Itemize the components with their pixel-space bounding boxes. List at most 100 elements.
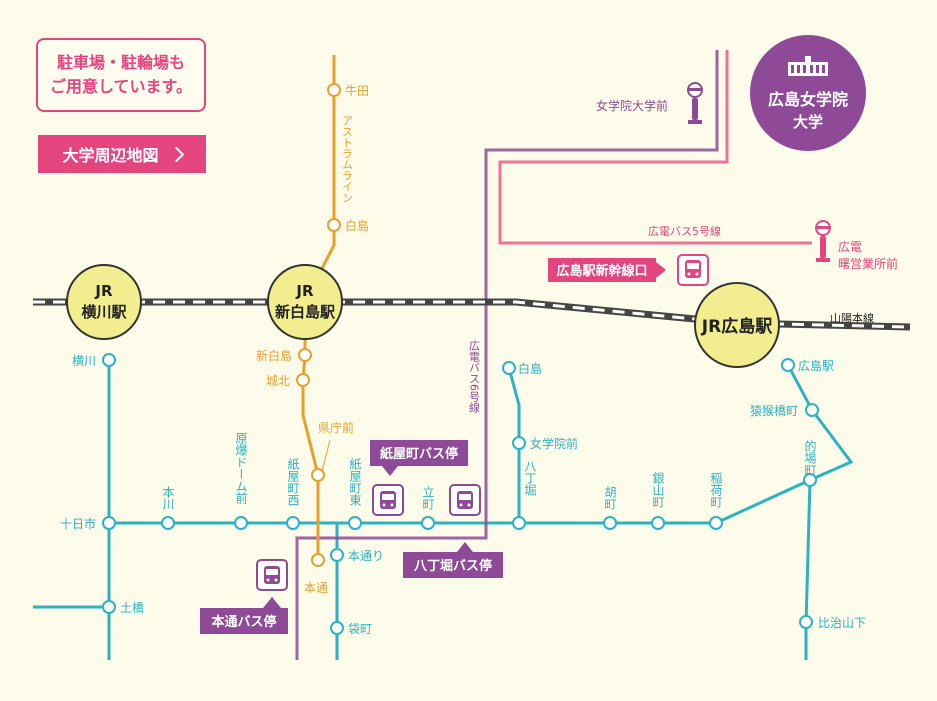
bus-stop-hiroden-line1: 広電 <box>838 240 862 254</box>
tram-station-fukuromachi[interactable] <box>330 621 344 635</box>
bus-stop-hiroden-line2: 曙営業所前 <box>838 256 898 271</box>
hatchobori-bus-stop-label: 八丁堀バス停 <box>413 558 492 574</box>
astram-ushita-label: 牛田 <box>345 83 369 98</box>
tram-station-hiroshima-eki[interactable] <box>781 358 795 372</box>
tram-honkawa-label: 本川 <box>161 486 175 510</box>
bus-stop-jogakuin-label: 女学院大学前 <box>596 98 668 113</box>
jr-station-hiroshima[interactable]: JR広島駅 <box>694 282 780 368</box>
bus-route-6-label: 広電バス6号線 <box>468 340 481 413</box>
parking-notice-line1: 駐車場・駐輪場も <box>56 53 185 72</box>
university-line1: 広島女学院 <box>768 90 848 109</box>
bus-route-6 <box>295 50 719 660</box>
tram-ebisucho-label: 胡町 <box>603 486 617 510</box>
hondori-bus-stop-label: 本通バス停 <box>211 614 276 630</box>
bus-stop-pole-jogakuin[interactable] <box>687 82 703 124</box>
astram-line-label: アストラムライン <box>341 115 354 203</box>
sanyo-line-label: 山陽本線 <box>830 311 874 325</box>
tram-genbaku-label: 原爆ドーム前 <box>234 432 248 504</box>
tram-station-tatemachi[interactable] <box>421 516 435 530</box>
shinkansen-exit-bus-stop[interactable]: 広島駅新幹線口 <box>548 254 709 286</box>
tram-matobacho-label: 的場町 <box>803 439 817 476</box>
jr-hiroshima-label: JR広島駅 <box>701 316 773 337</box>
tram-enkobashi-label: 猿猴橋町 <box>750 403 798 418</box>
tram-lines <box>33 360 854 660</box>
astram-shin-hakushima-label: 新白島 <box>256 348 292 363</box>
tram-station-genbaku[interactable] <box>234 516 248 530</box>
tram-station-tokaichi[interactable] <box>102 516 116 530</box>
area-map-button[interactable]: 大学周辺地図 <box>38 135 206 173</box>
tram-station-hijiyama[interactable] <box>799 615 813 629</box>
tram-station-ebisucho[interactable] <box>603 516 617 530</box>
jr-shin-hakushima-line2: 新白島駅 <box>275 303 336 321</box>
astram-station-hondori[interactable]: 本通 <box>304 553 328 595</box>
kamiyacho-bus-stop-label: 紙屋町バス停 <box>380 446 458 462</box>
jr-shin-hakushima-line1: JR <box>295 282 314 300</box>
jr-yokogawa-line2: 横川駅 <box>81 303 127 321</box>
tram-station-markers <box>102 353 819 635</box>
astram-hakushima-label: 白島 <box>345 218 369 233</box>
area-map-button-label: 大学周辺地図 <box>62 146 159 165</box>
tram-station-kanayamacho[interactable] <box>651 516 665 530</box>
tram-hatchobori-label: 八丁堀 <box>523 460 537 497</box>
university-line2: 大学 <box>793 113 823 131</box>
jr-station-yokogawa[interactable]: JR 横川駅 <box>66 264 142 340</box>
tram-station-yokogawa[interactable] <box>102 353 116 367</box>
tram-hijiyama-label: 比治山下 <box>818 616 866 630</box>
chevron-right-icon <box>168 146 184 162</box>
bus-icon <box>264 566 280 584</box>
tram-vertical-labels: 本川 原爆ドーム前 紙屋町西 紙屋町東 立町 八丁堀 胡町 銀山町 稲荷町 的場… <box>161 432 817 510</box>
tram-station-enkobashi[interactable] <box>805 403 819 417</box>
bus-icon <box>380 491 396 509</box>
tram-kamiyacho-nishi-label: 紙屋町西 <box>286 457 300 506</box>
tram-station-matobacho[interactable] <box>803 473 817 487</box>
tram-station-kamiyacho-higashi[interactable] <box>348 516 362 530</box>
astram-station-shin-hakushima[interactable]: 新白島 <box>256 348 312 363</box>
bus-icon <box>685 260 701 278</box>
tram-hakushima-label: 白島 <box>518 361 542 376</box>
tram-line-hakushima <box>507 367 521 523</box>
tram-station-inaricho[interactable] <box>709 516 723 530</box>
astram-kenchomae-label: 県庁前 <box>318 420 354 435</box>
jr-station-shin-hakushima[interactable]: JR 新白島駅 <box>267 264 343 340</box>
tram-line-hiroshima <box>786 364 854 660</box>
bus-route-5 <box>498 50 812 245</box>
astram-hondori-label: 本通 <box>304 581 328 595</box>
jr-yokogawa-line1: JR <box>94 282 113 300</box>
hatchobori-bus-stop[interactable]: 八丁堀バス停 <box>403 484 503 578</box>
tram-station-honkawa[interactable] <box>161 516 175 530</box>
tram-tatemachi-label: 立町 <box>421 485 435 510</box>
bus-route-5-label: 広電バス5号線 <box>648 224 721 238</box>
tram-hondori-label: 本通り <box>348 549 384 563</box>
tram-yokogawa-label: 横川 <box>72 354 96 368</box>
hondori-bus-stop[interactable]: 本通バス停 <box>200 559 288 634</box>
kamiyacho-bus-stop[interactable]: 紙屋町バス停 <box>370 440 468 516</box>
university[interactable]: 広島女学院 大学 <box>750 35 866 151</box>
tram-inaricho-label: 稲荷町 <box>709 472 723 508</box>
university-building-icon <box>788 56 828 76</box>
parking-notice-line2: ご用意しています。 <box>50 77 192 96</box>
astram-station-kenchomae[interactable]: 県庁前 <box>311 420 354 482</box>
tram-station-hakushima[interactable] <box>502 361 516 375</box>
astram-station-hakushima[interactable]: 白島 <box>327 218 369 233</box>
tram-station-hatchobori[interactable] <box>512 516 526 530</box>
tram-station-jogakuin-mae[interactable] <box>512 436 526 450</box>
bus-stop-pole-hiroden[interactable] <box>815 220 831 262</box>
bus-icon <box>457 491 473 509</box>
tram-kanayamacho-label: 銀山町 <box>651 472 665 508</box>
tram-tokaichi-label: 十日市 <box>60 516 96 531</box>
tram-station-kamiyacho-nishi[interactable] <box>286 516 300 530</box>
parking-notice: 駐車場・駐輪場も ご用意しています。 <box>36 38 206 112</box>
tram-dobashi-label: 土橋 <box>120 601 144 615</box>
astram-station-johoku[interactable]: 城北 <box>266 373 310 388</box>
astram-station-ushita[interactable]: 牛田 <box>327 83 369 98</box>
tram-jogakuin-mae-label: 女学院前 <box>530 436 578 451</box>
tram-hiroshima-eki-label: 広島駅 <box>798 358 834 373</box>
tram-labels: 横川 十日市 土橋 白島 女学院前 広島駅 猿猴橋町 比治山下 本通り 袋町 <box>60 354 866 636</box>
tram-station-dobashi[interactable] <box>102 600 116 614</box>
tram-station-hondori[interactable] <box>330 548 344 562</box>
tram-fukuromachi-label: 袋町 <box>348 622 372 636</box>
shinkansen-exit-label: 広島駅新幹線口 <box>556 263 647 279</box>
astram-johoku-label: 城北 <box>266 374 290 388</box>
tram-kamiyacho-higashi-label: 紙屋町東 <box>348 457 362 506</box>
